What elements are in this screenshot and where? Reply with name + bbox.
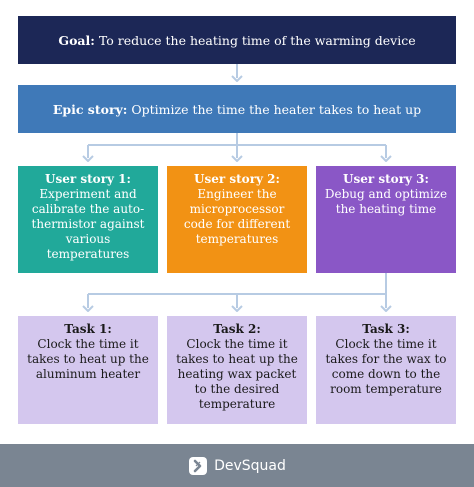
task-2-title: Task 2:	[213, 322, 261, 336]
goal-text: To reduce the heating time of the warmin…	[98, 32, 416, 48]
user-story-1-title: User story 1:	[45, 172, 131, 186]
task-2-box: Task 2: Clock the time it takes to heat …	[167, 316, 307, 424]
task-3-box: Task 3: Clock the time it takes for the …	[316, 316, 456, 424]
arrowhead	[231, 305, 243, 312]
user-story-3-box: User story 3: Debug and optimize the hea…	[316, 166, 456, 273]
arrowhead	[231, 155, 243, 162]
task-2-text: Clock the time it takes to heat up the h…	[176, 337, 298, 411]
brand-name: DevSquad	[214, 457, 286, 474]
arrowhead	[231, 75, 243, 82]
arrowhead	[380, 305, 392, 312]
footer-bar: DevSquad	[0, 444, 474, 487]
user-story-2-text: Engineer the microprocessor code for dif…	[183, 187, 291, 246]
user-story-2-box: User story 2: Engineer the microprocesso…	[167, 166, 307, 273]
epic-text: Optimize the time the heater takes to he…	[131, 101, 422, 117]
goal-box: Goal: To reduce the heating time of the …	[18, 16, 456, 64]
devsquad-logo-icon	[189, 456, 208, 475]
epic-story-box: Epic story: Optimize the time the heater…	[18, 85, 456, 133]
user-story-3-text: Debug and optimize the heating time	[324, 187, 448, 216]
task-3-title: Task 3:	[362, 322, 410, 336]
arrowhead	[380, 155, 392, 162]
user-story-1-text: Experiment and calibrate the auto-thermi…	[31, 187, 145, 261]
user-story-1-box: User story 1: Experiment and calibrate t…	[18, 166, 158, 273]
goal-label: Goal:	[58, 32, 95, 48]
task-1-box: Task 1: Clock the time it takes to heat …	[18, 316, 158, 424]
arrowhead	[82, 155, 94, 162]
task-1-title: Task 1:	[64, 322, 112, 336]
brand-logo: DevSquad	[188, 456, 286, 476]
task-3-text: Clock the time it takes for the wax to c…	[325, 337, 447, 396]
user-story-3-title: User story 3:	[343, 172, 429, 186]
epic-label: Epic story:	[52, 101, 128, 117]
arrowhead	[82, 305, 94, 312]
task-1-text: Clock the time it takes to heat up the a…	[27, 337, 149, 381]
user-story-2-title: User story 2:	[194, 172, 280, 186]
